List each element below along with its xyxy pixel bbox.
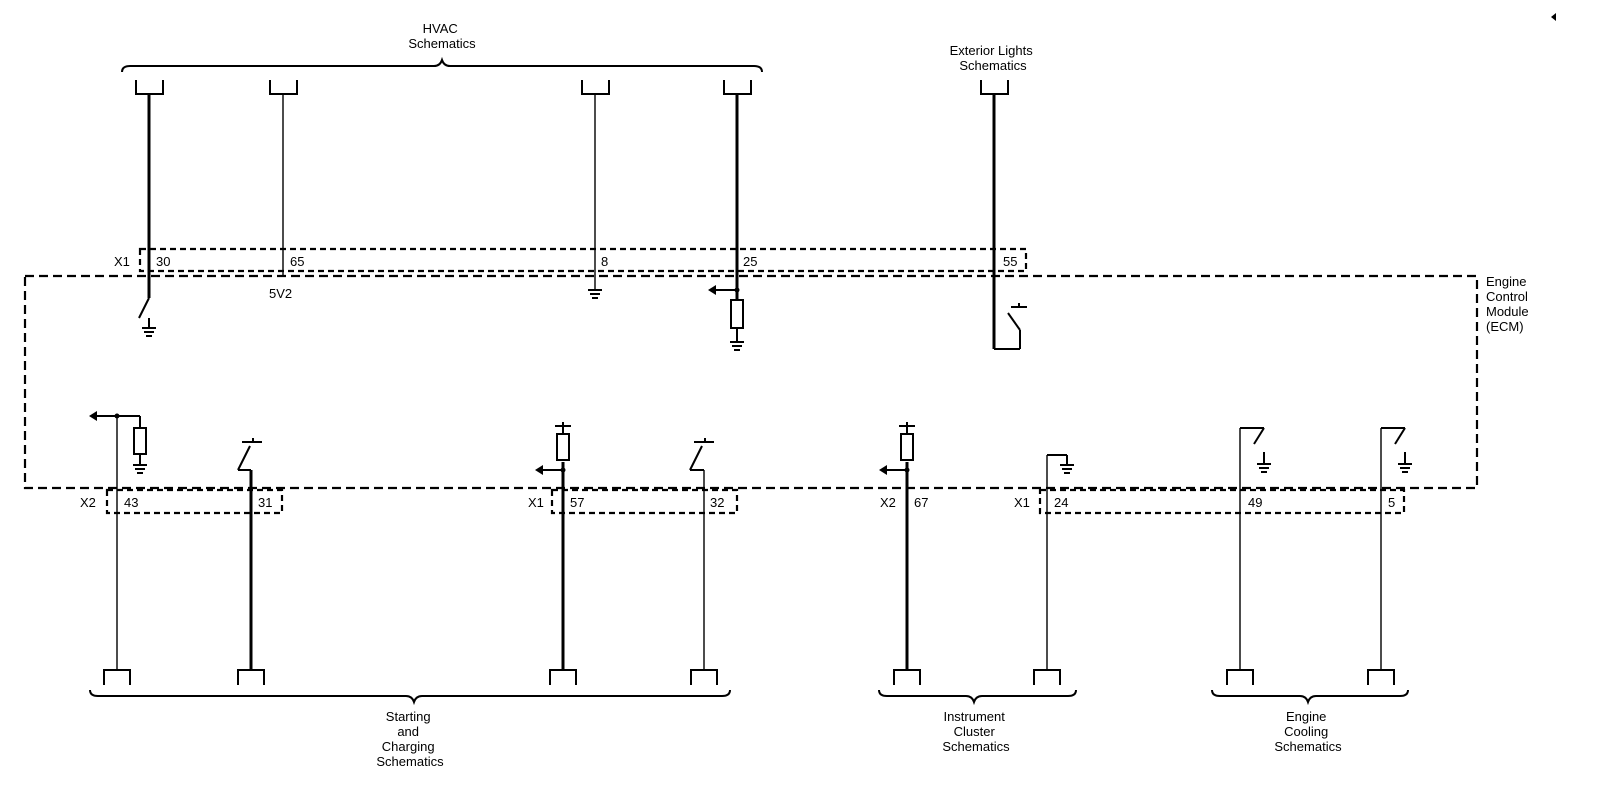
ecm-module-boundary bbox=[23, 274, 1479, 490]
connector-x2-bottom-left bbox=[105, 488, 284, 515]
engine-cooling-destination-label: Engine Cooling Schematics bbox=[1274, 709, 1342, 754]
starting-charging-bracket bbox=[89, 689, 731, 706]
pin-43-label: 43 bbox=[124, 495, 138, 510]
connector-x2-bottom-right-label: X2 bbox=[880, 495, 896, 510]
pin-32-label: 32 bbox=[710, 495, 724, 510]
pin-30-circuit: 30 bbox=[138, 94, 170, 337]
instrument-cluster-bracket bbox=[878, 689, 1077, 706]
top-terminal-symbols bbox=[135, 80, 1009, 95]
bottom-terminal-symbols bbox=[103, 669, 1395, 685]
connector-x1-bottom-right-label: X1 bbox=[1014, 495, 1030, 510]
pin-43-circuit: 43 bbox=[89, 411, 147, 670]
connector-x2-bottom-left-label: X2 bbox=[80, 495, 96, 510]
left-triangle-icon[interactable] bbox=[1551, 13, 1556, 21]
pin-24-label: 24 bbox=[1054, 495, 1068, 510]
hvac-bracket bbox=[121, 56, 763, 73]
connector-x1-top bbox=[138, 247, 1028, 273]
connector-x1-bottom-mid bbox=[550, 488, 739, 515]
pin-25-label: 25 bbox=[743, 254, 757, 269]
connector-x1-top-label: X1 bbox=[114, 254, 130, 269]
pin-67-label: 67 bbox=[914, 495, 928, 510]
hvac-destination-label: HVAC Schematics bbox=[408, 21, 476, 51]
pin-49-circuit: 49 bbox=[1239, 427, 1271, 670]
pin-57-circuit: 57 bbox=[535, 422, 584, 670]
pin-5-circuit: 5 bbox=[1380, 427, 1412, 670]
pin-55-label: 55 bbox=[1003, 254, 1017, 269]
ecm-label: Engine Control Module (ECM) bbox=[1486, 274, 1532, 334]
pin-32-circuit: 32 bbox=[689, 438, 724, 670]
exterior-lights-destination-label: Exterior Lights Schematics bbox=[950, 43, 1037, 73]
starting-charging-destination-label: Starting and Charging Schematics bbox=[376, 709, 444, 769]
pin-5-label: 5 bbox=[1388, 495, 1395, 510]
pin-49-label: 49 bbox=[1248, 495, 1262, 510]
pin-8-label: 8 bbox=[601, 254, 608, 269]
engine-cooling-bracket bbox=[1211, 689, 1409, 706]
pin-25-circuit: 25 bbox=[708, 94, 757, 351]
pin-31-label: 31 bbox=[258, 495, 272, 510]
instrument-cluster-destination-label: Instrument Cluster Schematics bbox=[942, 709, 1010, 754]
pin-57-label: 57 bbox=[570, 495, 584, 510]
pin-55-circuit: 55 bbox=[992, 94, 1027, 350]
pin-31-circuit: 31 bbox=[237, 438, 272, 670]
pin-30-label: 30 bbox=[156, 254, 170, 269]
pin-65-signal-label: 5V2 bbox=[269, 286, 292, 301]
pin-65-circuit: 65 5V2 bbox=[269, 94, 304, 301]
pin-24-circuit: 24 bbox=[1046, 454, 1074, 670]
connector-x1-bottom-right bbox=[1038, 488, 1406, 515]
pin-65-label: 65 bbox=[290, 254, 304, 269]
pin-67-circuit: 67 bbox=[879, 422, 928, 670]
connector-x1-bottom-mid-label: X1 bbox=[528, 495, 544, 510]
pin-8-circuit: 8 bbox=[588, 94, 608, 299]
